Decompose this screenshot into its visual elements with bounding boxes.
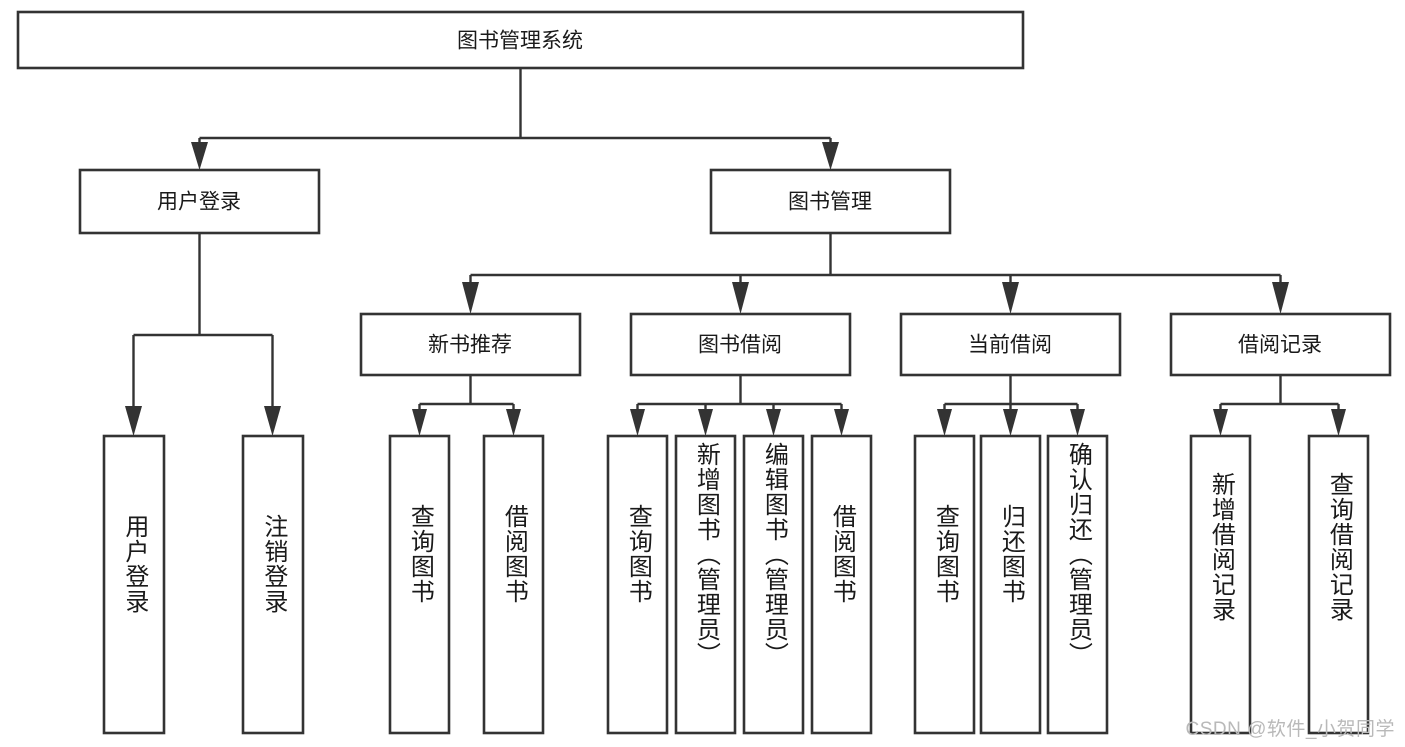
- arrow-head-leaf-user-login: [125, 406, 142, 436]
- node-box-leaf-query-book-2[interactable]: [606, 434, 669, 735]
- arrow-head-leaf-return-book: [1003, 409, 1018, 436]
- node-box-leaf-query-book-1[interactable]: [388, 434, 451, 735]
- node-box-leaf-borrow-book-2[interactable]: [810, 434, 873, 735]
- node-box-borrow-record[interactable]: [1169, 312, 1392, 377]
- watermark-text: CSDN @软件_小贺同学: [1185, 719, 1395, 740]
- node-box-user-login[interactable]: [78, 168, 321, 235]
- node-box-current-borrow[interactable]: [899, 312, 1122, 377]
- arrow-head-leaf-query-book-1: [412, 409, 427, 436]
- node-label-book-manage: 图书管理: [788, 191, 872, 214]
- node-box-leaf-logout-login[interactable]: [241, 434, 305, 735]
- horizontal-label-layer: 图书管理系统 用户登录 图书管理 新书推荐 图书借阅 当前借阅 借阅记录: [157, 30, 1322, 357]
- node-box-leaf-user-login[interactable]: [102, 434, 166, 735]
- arrow-head-leaf-query-record: [1331, 409, 1346, 436]
- node-label-current-borrow: 当前借阅: [968, 334, 1052, 357]
- node-label-user-login: 用户登录: [157, 191, 241, 214]
- node-box-book-manage[interactable]: [709, 168, 952, 235]
- node-label-borrow-record: 借阅记录: [1238, 334, 1322, 357]
- arrow-head-user-login: [191, 142, 208, 170]
- arrow-head-new-book-recommend: [462, 282, 479, 314]
- arrow-head-leaf-borrow-book-2: [834, 409, 849, 436]
- arrow-head-book-borrow: [732, 282, 749, 314]
- arrow-head-borrow-record: [1272, 282, 1289, 314]
- node-box-root[interactable]: [16, 10, 1025, 70]
- node-box-leaf-borrow-book-1[interactable]: [482, 434, 545, 735]
- node-label-book-borrow: 图书借阅: [698, 334, 782, 357]
- arrow-head-leaf-edit-book: [766, 409, 781, 436]
- node-box-leaf-return-book[interactable]: [979, 434, 1042, 735]
- node-box-layer: [16, 10, 1392, 735]
- node-label-root: 图书管理系统: [457, 30, 583, 53]
- node-box-leaf-query-record[interactable]: [1307, 434, 1370, 735]
- node-box-leaf-query-book-3[interactable]: [913, 434, 976, 735]
- node-box-book-borrow[interactable]: [629, 312, 852, 377]
- node-box-leaf-add-record[interactable]: [1189, 434, 1252, 735]
- connector-layer: [125, 68, 1346, 436]
- arrow-head-book-manage: [822, 142, 839, 170]
- node-label-new-book-recommend: 新书推荐: [428, 334, 512, 357]
- arrow-head-leaf-query-book-2: [630, 409, 645, 436]
- node-box-leaf-edit-book[interactable]: [742, 434, 805, 735]
- arrow-head-current-borrow: [1002, 282, 1019, 314]
- arrow-head-leaf-add-book: [698, 409, 713, 436]
- arrow-head-leaf-borrow-book-1: [506, 409, 521, 436]
- arrow-head-leaf-confirm-return: [1070, 409, 1085, 436]
- arrow-head-leaf-query-book-3: [937, 409, 952, 436]
- node-box-leaf-add-book[interactable]: [674, 434, 737, 735]
- arrow-head-leaf-add-record: [1213, 409, 1228, 436]
- node-box-new-book-recommend[interactable]: [359, 312, 582, 377]
- arrow-head-leaf-logout-login: [264, 406, 281, 436]
- node-box-leaf-confirm-return[interactable]: [1046, 434, 1109, 735]
